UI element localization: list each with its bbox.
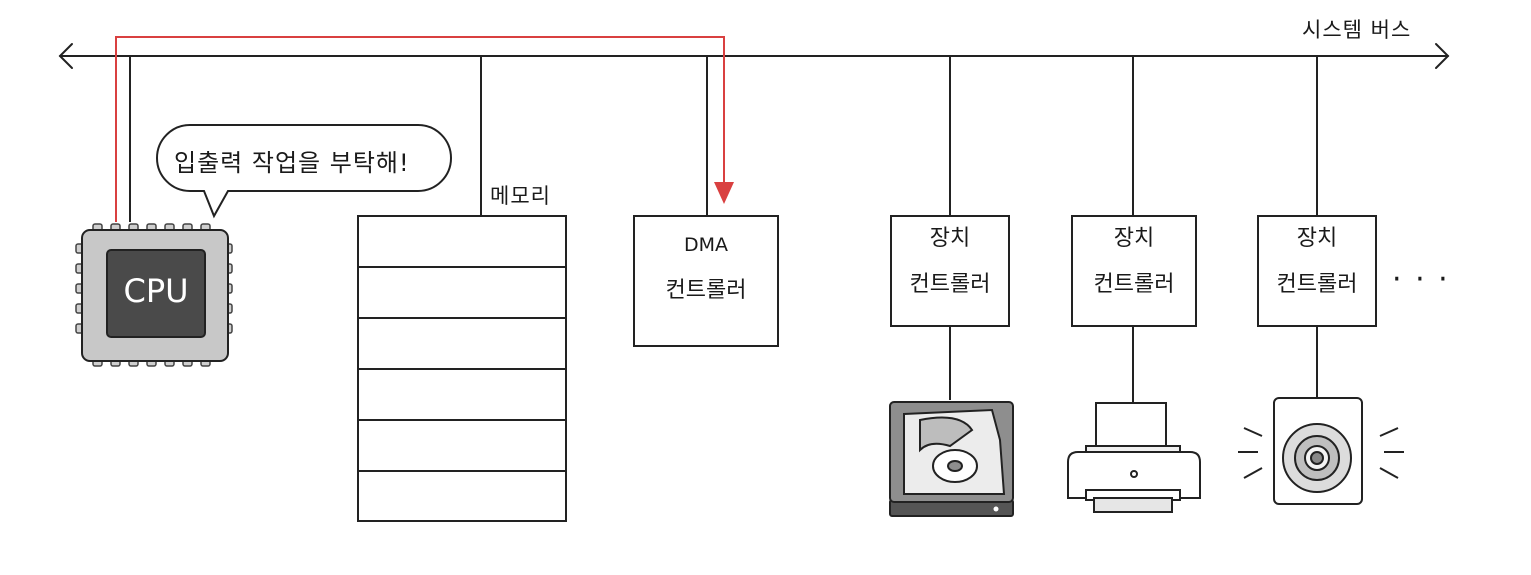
dma-controller-label: DMA 컨트롤러 [634,222,778,314]
hard-disk-icon [890,402,1013,516]
memory-block [358,216,566,521]
speech-bubble-text: 입출력 작업을 부탁해! [174,143,410,178]
system-bus [60,44,1448,68]
device-controller-3-line2: 컨트롤러 [1258,262,1376,308]
more-devices-indicator: · · · [1392,262,1450,297]
cpu-label: CPU [108,272,204,310]
device-controller-2-label: 장치 컨트롤러 [1072,216,1196,308]
dma-controller-line1: DMA [634,222,778,268]
dma-controller-line2: 컨트롤러 [634,268,778,314]
printer-icon [1068,403,1200,512]
device-controller-2-line2: 컨트롤러 [1072,262,1196,308]
system-bus-label: 시스템 버스 [1302,14,1411,44]
device-controller-3-label: 장치 컨트롤러 [1258,216,1376,308]
memory-label: 메모리 [490,180,551,210]
device-controller-3-line1: 장치 [1258,216,1376,262]
device-controller-1-line1: 장치 [891,216,1009,262]
device-controller-1-line2: 컨트롤러 [891,262,1009,308]
speaker-icon [1238,398,1404,504]
device-controller-1-label: 장치 컨트롤러 [891,216,1009,308]
device-controller-2-line1: 장치 [1072,216,1196,262]
